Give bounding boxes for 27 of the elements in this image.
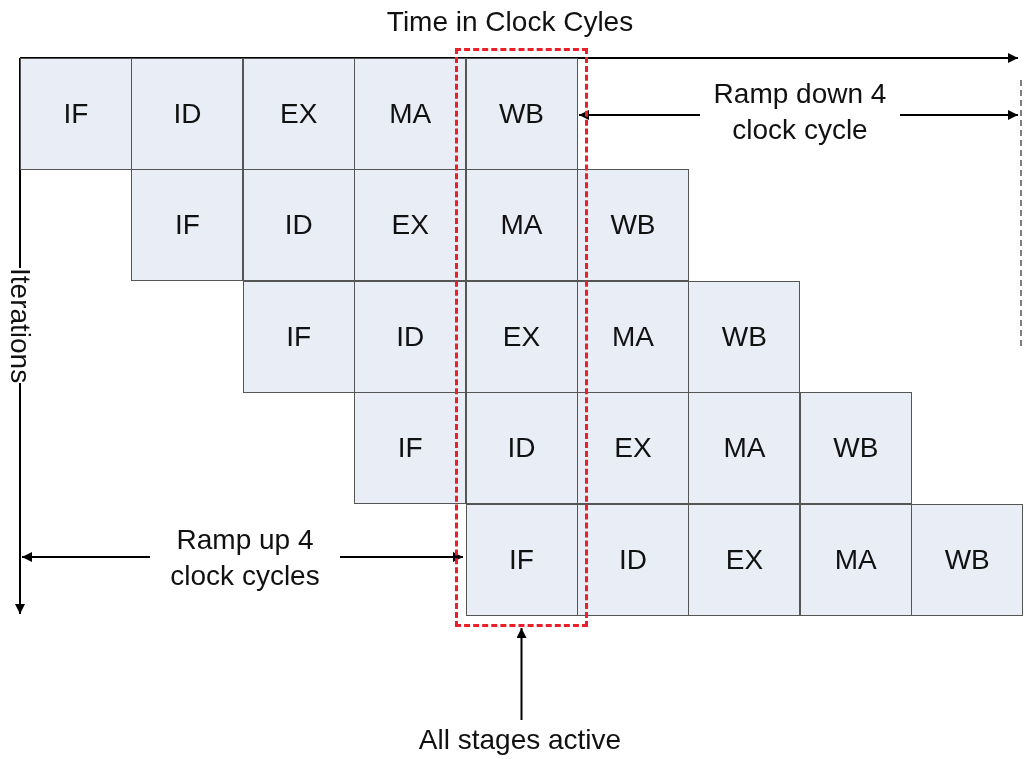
pipeline-stage: IF: [354, 392, 467, 505]
pipeline-stage: IF: [242, 280, 355, 393]
pipeline-stage: WB: [688, 280, 801, 393]
pipeline-stage: ID: [465, 392, 578, 505]
pipeline-stage: MA: [799, 503, 912, 616]
pipeline-stage: IF: [20, 58, 132, 170]
pipeline-stage: MA: [688, 392, 801, 505]
pipeline-stage: IF: [465, 503, 578, 616]
arrow: [516, 627, 527, 721]
pipeline-stage: ID: [242, 169, 355, 282]
pipeline-stage: WB: [465, 58, 578, 170]
pipeline-stage: ID: [131, 58, 244, 170]
pipeline-stage: EX: [465, 280, 578, 393]
pipeline-stage: IF: [131, 169, 244, 282]
pipeline-stage: EX: [242, 58, 355, 170]
pipeline-stage: MA: [354, 58, 467, 170]
pipeline-stage: EX: [577, 392, 689, 505]
pipeline-stage: WB: [577, 169, 689, 282]
pipeline-stage: WB: [799, 392, 912, 505]
pipeline-stage: ID: [354, 280, 467, 393]
pipeline-stage: WB: [911, 503, 1024, 616]
pipeline-stage: EX: [354, 169, 467, 282]
pipeline-stage: MA: [465, 169, 578, 282]
highlight-frame: [455, 48, 588, 627]
pipeline-stage: EX: [688, 503, 801, 616]
pipeline-stage: ID: [577, 503, 689, 616]
pipeline-stage: MA: [577, 280, 689, 393]
